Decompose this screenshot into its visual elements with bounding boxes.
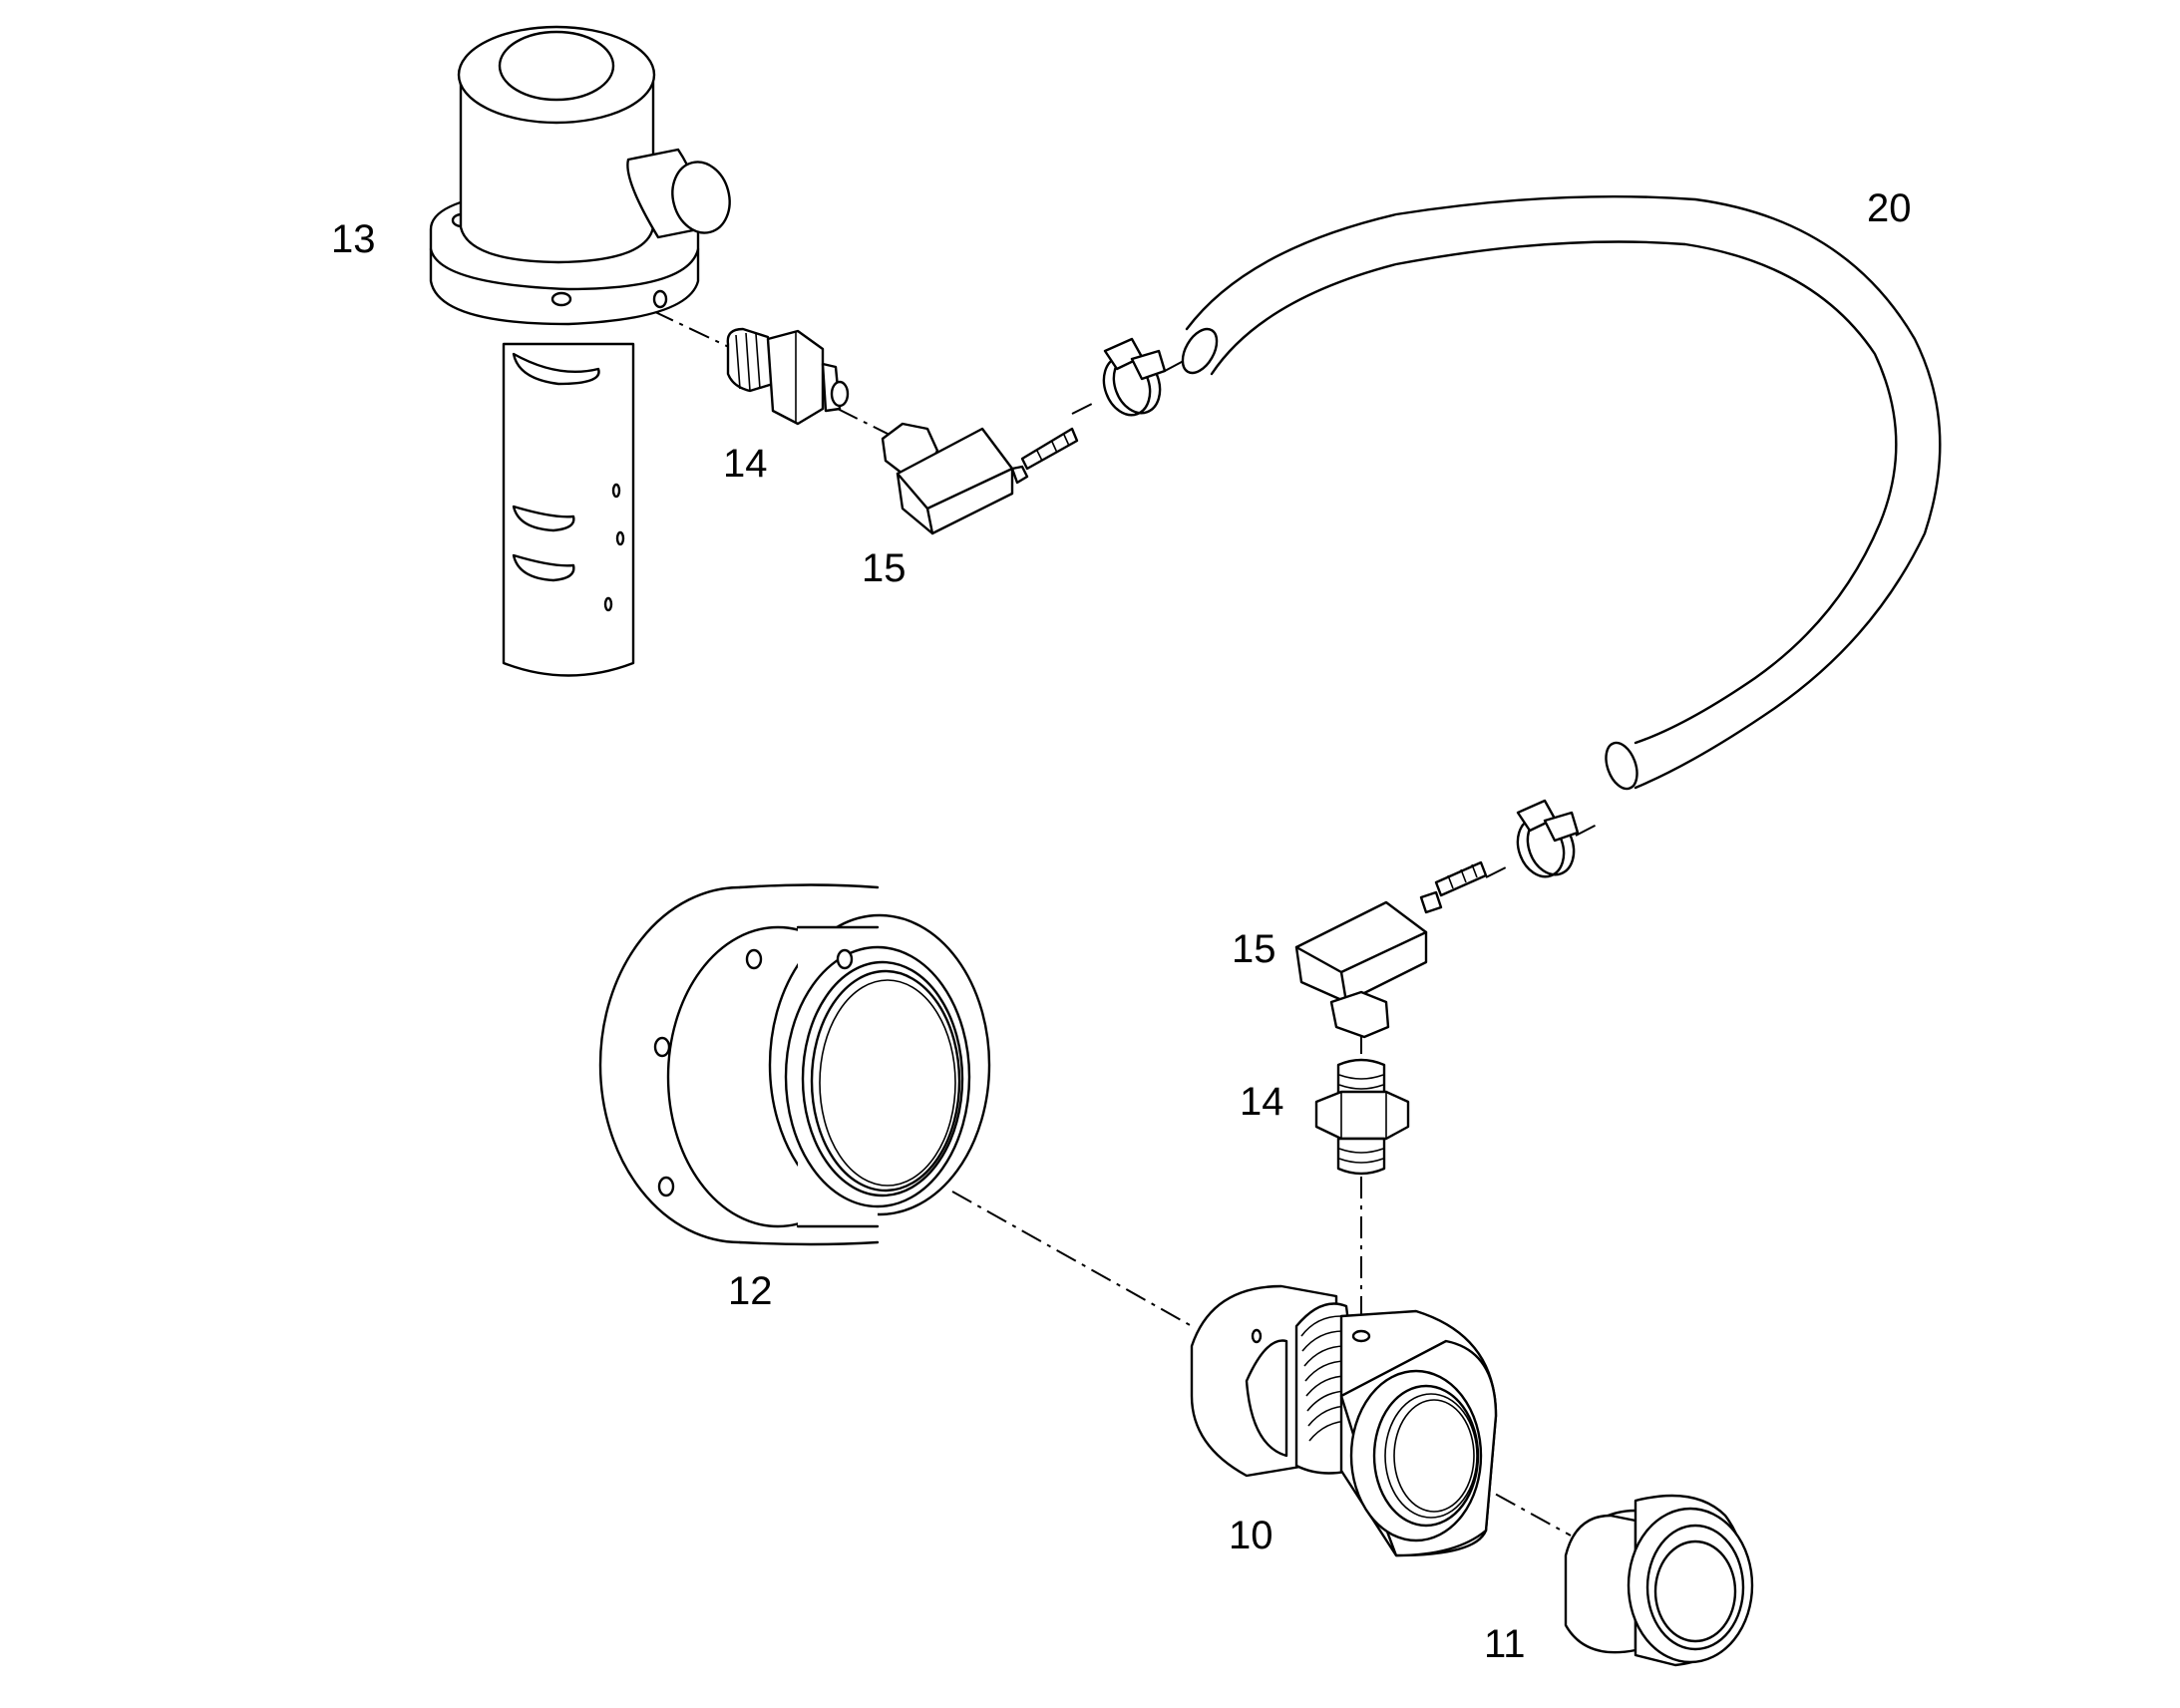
label-part-11: 11	[1484, 1622, 1526, 1666]
part-15-elbow-bottom	[1294, 860, 1488, 1039]
label-part-15-top: 15	[862, 546, 907, 590]
label-part-15-bottom: 15	[1232, 927, 1276, 971]
part-10-body	[1190, 1284, 1498, 1557]
assembly-line-15-clamp	[1071, 403, 1093, 415]
part-12-flange	[598, 883, 991, 1246]
label-part-14-top: 14	[723, 442, 768, 486]
part-14-fitting-bottom	[1314, 1058, 1410, 1176]
assembly-line-12-10	[951, 1191, 1193, 1327]
assembly-line-clampb-hose	[1575, 822, 1602, 837]
part-20-hose	[1181, 194, 1942, 791]
label-part-10: 10	[1229, 1514, 1273, 1557]
assembly-line-10-11	[1425, 1455, 1572, 1537]
assembly-line-15b-clamp	[1485, 866, 1507, 878]
hose-clamp-bottom	[1516, 799, 1580, 878]
label-part-20: 20	[1867, 186, 1912, 230]
part-14-fitting-top	[726, 327, 850, 426]
label-part-13: 13	[331, 217, 376, 261]
label-part-12: 12	[728, 1269, 773, 1313]
callout-labels: 13 14 15 20 15 14 12 10 11	[331, 186, 1912, 1666]
part-11-plug	[1564, 1494, 1754, 1667]
part-13-housing	[429, 25, 731, 677]
label-part-14-bottom: 14	[1240, 1080, 1284, 1124]
hose-clamp-top	[1102, 337, 1167, 417]
part-15-elbow-top	[881, 422, 1079, 535]
assembly-line-13-14	[652, 310, 734, 350]
